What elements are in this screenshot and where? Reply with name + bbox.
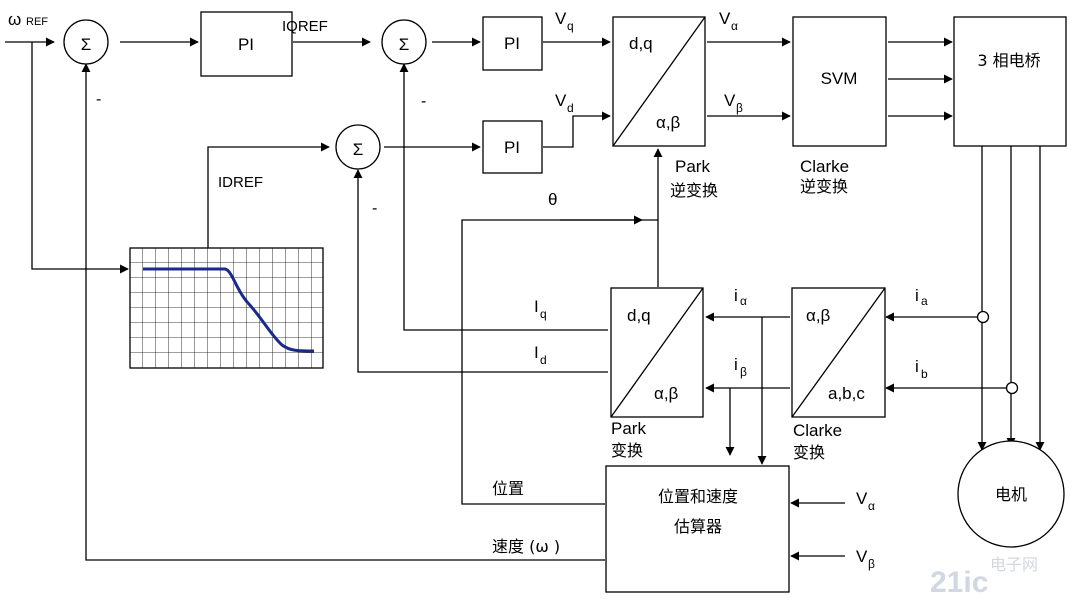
wires <box>5 37 1045 561</box>
est-vbeta-label: V <box>856 547 868 566</box>
vd-label: V <box>555 91 567 110</box>
pi-speed-block: PI <box>200 11 293 77</box>
park-inverse-caption: Park <box>675 157 710 176</box>
ia-sense-node <box>976 310 990 324</box>
clarke-inverse-caption-cn: 逆变换 <box>800 177 848 196</box>
watermark: 21ic 电子网 <box>930 555 1038 599</box>
position-label: 位置 <box>492 479 524 498</box>
svg-text:Σ: Σ <box>81 35 92 54</box>
clarke-caption: Clarke <box>793 421 842 440</box>
position-speed-estimator-block: 位置和速度 估算器 <box>605 465 790 593</box>
svg-text:Σ: Σ <box>399 35 410 54</box>
omega-ref-label: ω <box>8 10 21 29</box>
svg-text:α,β: α,β <box>656 113 681 132</box>
park-inverse-block: d,q α,β <box>612 16 706 147</box>
vbeta-label: V <box>724 91 736 110</box>
svg-text:a,b,c: a,b,c <box>828 384 865 403</box>
speed-label: 速度 (ω ) <box>492 537 560 556</box>
sum-speed: Σ <box>63 19 109 65</box>
svg-text:3 相电桥: 3 相电桥 <box>977 51 1040 70</box>
svg-text:电机: 电机 <box>995 485 1027 504</box>
svg-text:α,β: α,β <box>806 306 831 325</box>
est-vbeta-sub: β <box>868 557 875 571</box>
park-caption-cn: 变换 <box>611 441 643 460</box>
svg-text:PI: PI <box>504 138 520 157</box>
svg-text:SVM: SVM <box>821 69 858 88</box>
vq-sub: q <box>567 19 574 33</box>
vd-sub: d <box>567 101 574 115</box>
lookup-curve <box>143 267 315 353</box>
ibeta-label: i <box>734 355 738 374</box>
valpha-sub: α <box>731 19 738 33</box>
clarke-caption-cn: 变换 <box>793 443 825 462</box>
svg-text:位置和速度: 位置和速度 <box>658 487 738 506</box>
sum-id: Σ <box>335 124 381 170</box>
vq-label: V <box>555 9 567 28</box>
est-valpha-label: V <box>856 489 868 508</box>
ibeta-sub: β <box>740 365 747 379</box>
minus-id: - <box>372 200 377 217</box>
clarke-inverse-caption: Clarke <box>800 157 849 176</box>
pi-id-block: PI <box>482 120 543 174</box>
theta-label: θ <box>548 190 557 209</box>
vbeta-sub: β <box>736 101 743 115</box>
svg-text:PI: PI <box>504 34 520 53</box>
svg-text:PI: PI <box>238 35 254 54</box>
svg-text:电子网: 电子网 <box>990 555 1038 574</box>
field-weakening-lookup <box>129 247 324 369</box>
valpha-label: V <box>719 9 731 28</box>
motor: 电机 <box>957 440 1065 548</box>
svg-text:估算器: 估算器 <box>674 517 722 536</box>
ialpha-sub: α <box>740 294 747 308</box>
iqref-label: IQREF <box>282 18 328 35</box>
svg-text:α,β: α,β <box>654 384 679 403</box>
park-block: d,q α,β <box>610 287 704 418</box>
omega-ref-sub: REF <box>26 16 48 28</box>
id-sub: d <box>540 353 547 367</box>
svm-block: SVM <box>792 16 887 147</box>
est-valpha-sub: α <box>868 499 875 513</box>
minus-iq: - <box>421 93 426 110</box>
ib-label: i <box>915 357 919 376</box>
svg-text:d,q: d,q <box>629 34 653 53</box>
ib-sense-node <box>1005 381 1019 395</box>
pi-iq-block: PI <box>482 16 543 71</box>
ialpha-label: i <box>734 286 738 305</box>
iq-sub: q <box>540 307 547 321</box>
iq-label: I <box>534 297 539 316</box>
park-caption: Park <box>611 419 646 438</box>
sum-iq: Σ <box>381 19 427 65</box>
svg-text:21ic: 21ic <box>930 566 988 599</box>
minus-speed: - <box>96 91 101 108</box>
ia-label: i <box>915 286 919 305</box>
svg-text:d,q: d,q <box>627 306 651 325</box>
clarke-block: α,β a,b,c <box>791 287 886 418</box>
id-label: I <box>534 343 539 362</box>
three-phase-bridge-block: 3 相电桥 <box>953 16 1067 147</box>
ia-sub: a <box>921 294 928 308</box>
park-inverse-caption-cn: 逆变换 <box>670 181 718 200</box>
idref-label: IDREF <box>218 174 263 191</box>
ib-sub: b <box>921 367 928 381</box>
svg-text:Σ: Σ <box>353 140 364 159</box>
